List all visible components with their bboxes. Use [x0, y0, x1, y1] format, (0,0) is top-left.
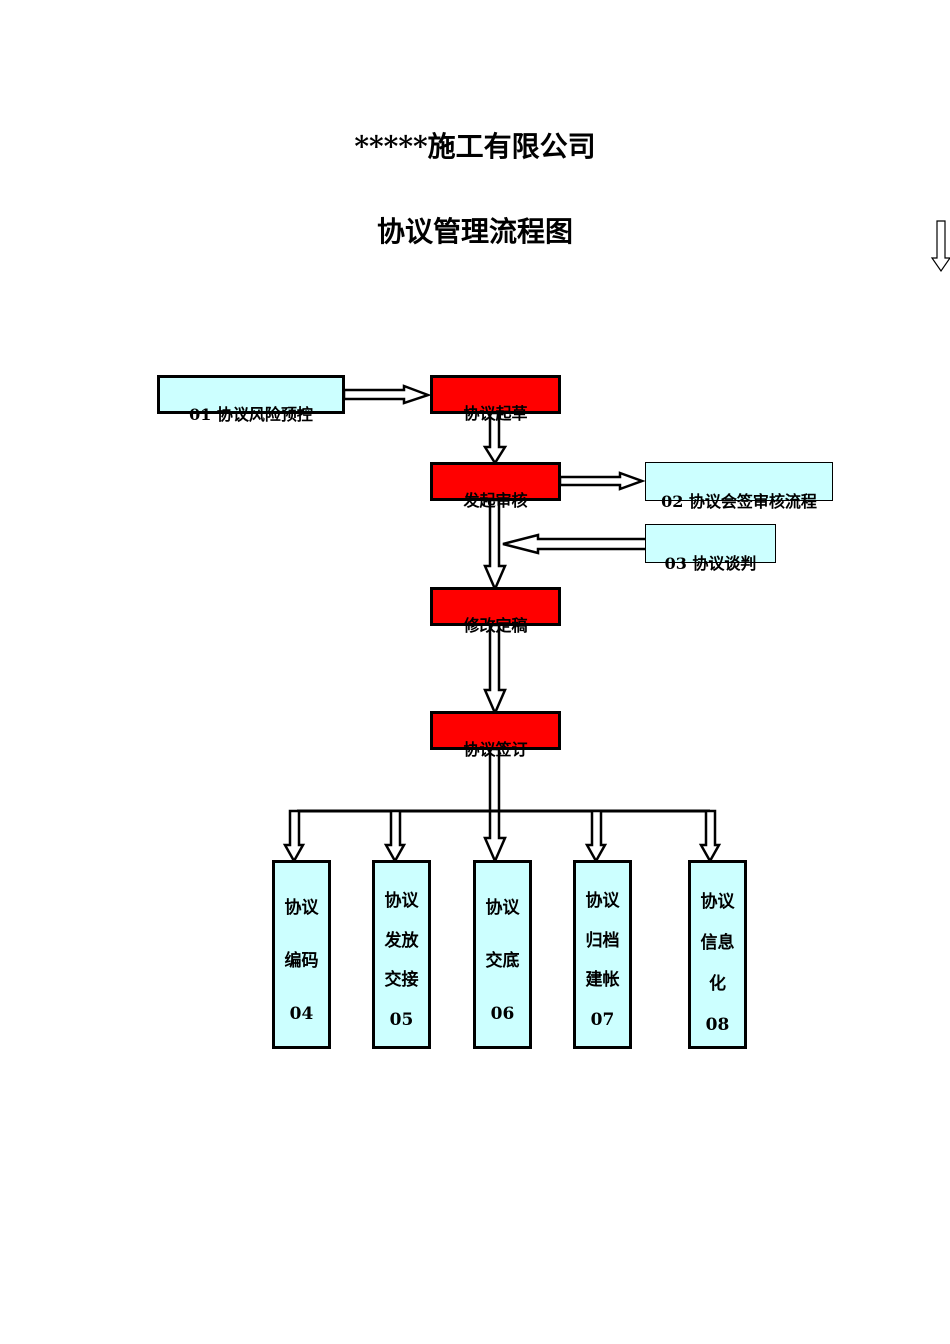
flow-step-draft-label: 协议起草	[463, 404, 528, 423]
bottom-box-07-line1: 协议	[585, 890, 620, 911]
bottom-box-08-line1: 协议	[700, 891, 735, 912]
bottom-box-05-line1: 协议	[384, 890, 419, 911]
bottom-box-08-line4: 08	[705, 1015, 730, 1036]
bottom-box-08: 协议 信息 化 08	[688, 860, 747, 1049]
cosign-review-box	[645, 462, 833, 501]
bottom-box-04-line3: 04	[289, 1003, 314, 1024]
arrow-risk-to-draft	[342, 384, 432, 405]
arrow-finalize-to-sign	[483, 623, 507, 717]
bottom-box-05-line2: 发放	[384, 930, 419, 951]
bottom-box-08-line3: 化	[709, 974, 726, 995]
arrow-branch-05	[383, 809, 407, 864]
arrow-branch-07	[584, 809, 608, 864]
flow-step-finalize-label: 修改定稿	[463, 616, 528, 635]
bottom-box-04-line1: 协议	[284, 897, 319, 918]
risk-control-box	[157, 375, 345, 414]
flow-step-finalize	[430, 587, 561, 626]
bottom-box-08-line2: 信息	[700, 932, 735, 953]
bottom-box-04: 协议 编码 04	[272, 860, 331, 1049]
flow-step-draft	[430, 375, 561, 414]
bottom-box-07-line4: 07	[590, 1010, 615, 1031]
flow-step-sign	[430, 711, 561, 750]
negotiation-label: 03 协议谈判	[664, 554, 757, 573]
flow-step-sign-label: 协议签订	[463, 740, 528, 759]
flow-step-review	[430, 462, 561, 501]
cosign-review-label: 02 协议会签审核流程	[661, 492, 817, 511]
page-title: 协议管理流程图	[376, 215, 573, 248]
bottom-box-06-line3: 06	[490, 1003, 515, 1024]
bottom-box-04-line2: 编码	[284, 950, 319, 971]
arrow-draft-to-review	[482, 411, 508, 466]
flow-step-review-label: 发起审核	[463, 491, 528, 510]
bottom-box-06-line2: 交底	[485, 950, 520, 971]
negotiation-box	[645, 524, 776, 563]
bottom-box-05-line3: 交接	[384, 970, 419, 991]
risk-control-label: 01 协议风险预控	[189, 405, 313, 424]
bottom-box-06-line1: 协议	[485, 897, 520, 918]
bottom-box-07-line3: 建帐	[585, 970, 620, 991]
arrow-negotiation-to-flow	[502, 533, 649, 555]
arrow-branch-08	[698, 809, 722, 864]
arrow-sign-to-06	[483, 747, 507, 865]
bottom-box-07-line2: 归档	[585, 930, 620, 951]
bottom-box-05-line4: 05	[389, 1010, 414, 1031]
bottom-box-05: 协议 发放 交接 05	[372, 860, 431, 1049]
bottom-box-06: 协议 交底 06	[473, 860, 532, 1049]
arrow-branch-04	[282, 809, 306, 864]
arrow-review-to-finalize	[483, 498, 507, 593]
corner-down-arrow-icon	[930, 220, 950, 273]
company-title: *****施工有限公司	[354, 130, 596, 163]
bottom-box-07: 协议 归档 建帐 07	[573, 860, 632, 1049]
arrow-review-to-cosign	[558, 471, 646, 491]
